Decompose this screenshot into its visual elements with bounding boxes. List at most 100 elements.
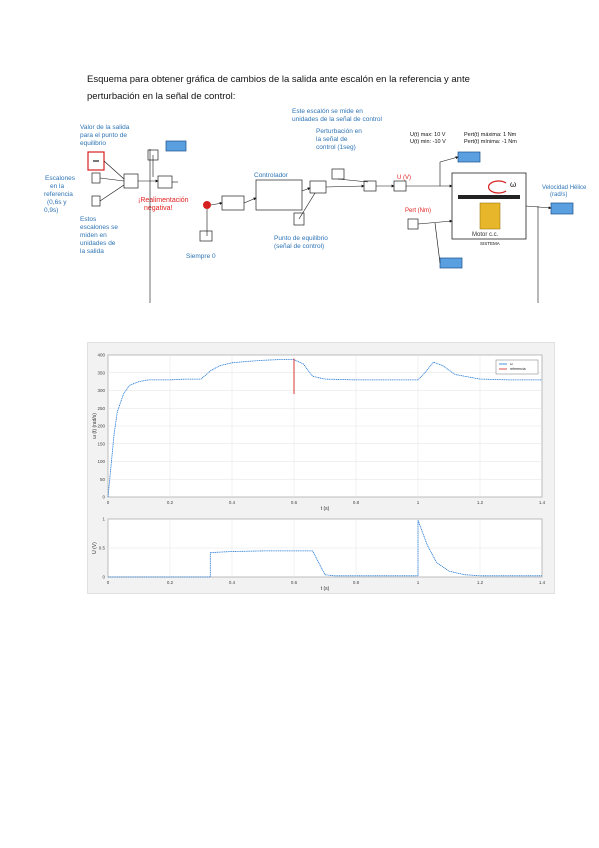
wire — [210, 201, 223, 206]
annotation-line: equilibrio — [80, 140, 106, 147]
control-plot-ytick-label: 0 — [102, 575, 105, 580]
annotation-line: Punto de equilibrio — [274, 235, 328, 242]
wire — [434, 222, 441, 264]
annotation-realimentacion: ¡Realimentación negativa! — [138, 197, 189, 212]
torque-perturbation-block[interactable] — [407, 218, 419, 230]
pert-port-label: Pert (Nm) — [405, 208, 431, 214]
control-plot-xtick-label: 0.6 — [291, 580, 298, 585]
saturation-block[interactable] — [393, 180, 407, 192]
wire — [99, 177, 125, 182]
annotation-line: escalones se — [80, 224, 118, 231]
speed-plot-legend-label: ω — [510, 362, 513, 366]
feedback-sum-junction[interactable] — [203, 201, 211, 209]
annotation-line: unidades de la señal de control — [292, 116, 383, 123]
control-plot-ytick-label: 0.5 — [99, 546, 106, 551]
step-block-2[interactable] — [91, 172, 101, 184]
annotation-line: Valor de la salida — [80, 124, 130, 131]
wire — [298, 192, 316, 220]
ut-max-label: U(t) max: 10 V — [410, 132, 446, 138]
annotation-line: Velocidad Hélice — [542, 185, 587, 191]
speed-plot-ylabel: ω (t) (rad/s) — [92, 413, 98, 439]
annotation-line: referencia — [44, 191, 73, 198]
page-heading: Esquema para obtener gráfica de cambios … — [87, 71, 527, 105]
wire — [325, 184, 365, 188]
speed-plot-ytick-label: 250 — [97, 406, 105, 411]
annotation-line: Escalones — [45, 175, 76, 182]
annotation-velocidad: Velocidad Hélice (rad/s) — [542, 185, 587, 198]
speed-plot-xtick-label: 0.8 — [353, 500, 360, 505]
speed-plot-xlabel: t (s) — [321, 506, 330, 512]
sum-block-perturbation[interactable] — [363, 180, 377, 192]
propeller-icon — [458, 195, 520, 199]
speed-plot-series-0 — [107, 359, 542, 498]
scope-perturbation-block[interactable] — [439, 257, 463, 269]
annotation-line: Perturbación en — [316, 128, 362, 135]
control-plot-xtick-label: 0.8 — [353, 580, 360, 585]
sum-block-2[interactable] — [157, 175, 173, 189]
control-plot-xtick-label: 1 — [417, 580, 420, 585]
perturbation-step-block[interactable] — [331, 168, 345, 180]
annotation-line: Estos — [80, 216, 97, 223]
annotation-perturbacion: Perturbación en la señal de control (1se… — [316, 128, 362, 151]
annotation-line: negativa! — [144, 205, 172, 212]
speed-plot-xtick-label: 1.2 — [477, 500, 484, 505]
annotation-line: para el punto de — [80, 132, 127, 139]
scope-velocity-block[interactable] — [550, 202, 574, 215]
annotation-line: control (1seg) — [316, 144, 356, 151]
sum-block-control[interactable] — [309, 180, 327, 194]
annotation-estos-escalones: Estos escalones se miden en unidades de … — [80, 216, 118, 255]
annotation-line: unidades de — [80, 240, 116, 247]
heading-line-1: Esquema para obtener gráfica de cambios … — [87, 74, 470, 85]
control-plot-xtick-label: 1.2 — [477, 580, 484, 585]
speed-plot-ytick-label: 400 — [97, 353, 105, 358]
wire — [417, 219, 453, 225]
speed-plot-ytick-label: 100 — [97, 459, 105, 464]
annotation-escalones-referencia: Escalones en la referencia (0,6s y 0,9s) — [44, 175, 76, 214]
omega-label: ω — [510, 180, 516, 189]
speed-plot-xtick-label: 0.6 — [291, 500, 298, 505]
wire — [439, 156, 459, 163]
system-label: SISTEMA — [480, 241, 500, 246]
speed-plot-ytick-label: 150 — [97, 441, 105, 446]
annotation-controlador: Controlador — [254, 172, 289, 179]
wire — [525, 205, 552, 210]
system-block[interactable]: ω Motor c.c. SISTEMA — [451, 172, 527, 246]
annotation-line: ¡Realimentación — [138, 197, 189, 204]
annotation-line: la salida — [80, 248, 104, 255]
scope-reference-block[interactable] — [165, 140, 187, 152]
wire — [337, 178, 369, 183]
ut-port-label: U (V) — [397, 175, 411, 181]
annotation-line: la señal de — [316, 136, 348, 143]
simulink-diagram: Valor de la salida para el punto de equi… — [44, 108, 587, 303]
ut-min-label: U(t) min: -10 V — [410, 139, 446, 145]
sum-block-reference[interactable] — [123, 173, 139, 189]
speed-plot-xtick-label: 1.4 — [539, 500, 546, 505]
heading-line-2: perturbación en la señal de control: — [87, 91, 236, 102]
gain-block[interactable] — [221, 195, 245, 211]
pert-max-label: Pert(t) máxima: 1 Nm — [464, 132, 517, 138]
speed-plot-legend — [495, 359, 539, 375]
speed-plot-xtick-label: 0.4 — [229, 500, 236, 505]
block-glyph — [93, 160, 99, 162]
controller-block[interactable] — [255, 179, 303, 211]
annotation-line: Este escalón se mide en — [292, 108, 363, 115]
speed-plot-legend-label: referencia — [510, 367, 526, 371]
speed-plot-ytick-label: 0 — [102, 495, 105, 500]
speed-plot-xtick-label: 1 — [417, 500, 420, 505]
control-plot-series-0 — [108, 520, 542, 578]
annotation-este-escalon: Este escalón se mide en unidades de la s… — [292, 108, 383, 123]
motor-label: Motor c.c. — [472, 232, 499, 238]
control-plot-ytick-label: 1 — [102, 517, 105, 522]
annotation-line: 0,9s) — [44, 207, 58, 214]
wire — [243, 197, 257, 204]
zero-constant-block[interactable] — [199, 230, 213, 242]
annotation-line: (rad/s) — [550, 192, 567, 198]
wire — [301, 187, 311, 192]
speed-plot-xtick-label: 0 — [107, 500, 110, 505]
scope-control-block[interactable] — [457, 151, 481, 163]
step-block-1[interactable] — [91, 195, 101, 207]
signal-wires — [99, 149, 552, 303]
rotation-arrow-icon — [488, 180, 507, 194]
annotation-valor-salida: Valor de la salida para el punto de equi… — [80, 124, 130, 147]
